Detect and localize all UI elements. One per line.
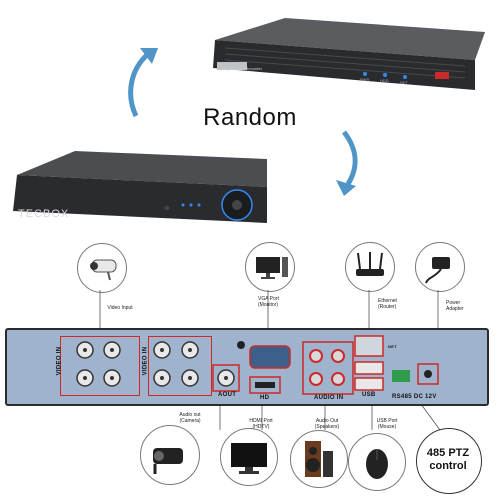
video-input-callout [77,243,127,293]
led-label-pwr: PWR [360,77,370,82]
led-label-hdd: HDD [380,78,389,83]
tv-icon [231,443,267,474]
ptz-label: 485 PTZ control [426,447,470,472]
hd-label: HD [260,395,270,401]
power-adapter-label: Power Adapter [446,300,464,312]
audio-out-camera-callout [140,425,200,485]
brand-logo: TECBOX [18,208,70,220]
led-label-net: NET [400,80,408,85]
audio-out-speakers-label: Audio Out (Speakers) [314,418,340,430]
camera-icon [90,259,117,281]
rs485-label: RS485 DC 12V [392,394,437,400]
speaker-icon [305,441,333,477]
video-in-block-right [148,336,212,396]
hdmi-callout [220,428,278,486]
aout-label: AOUT [218,392,237,398]
mouse-icon [366,449,388,479]
hdmi-port-label: HDMI Port (HDTV) [249,418,273,430]
back-panel [5,328,489,406]
curved-arrow-up [128,48,158,118]
power-callout [415,242,465,292]
video-in-block-left [60,336,140,396]
ptz-callout [416,428,482,494]
monitor-icon [256,257,288,279]
dome-camera-icon [153,448,183,474]
dvr-top-unit [213,18,485,90]
curved-arrow-down [336,130,358,196]
audio-out-camera-label: Audio out (Camera) [179,412,201,424]
audio-out-speakers-callout [290,430,348,488]
usb-label: USB [362,392,376,398]
page-title: Random [203,104,297,131]
vga-callout [245,242,295,292]
usb-callout [348,433,406,491]
audio-in-label: AUDIO IN [314,395,344,401]
router-icon [356,252,384,276]
ethernet-label: Ethernet (Router) [378,298,397,310]
usb-port-label: USB Port (Mouse) [376,418,398,430]
net-label: NET [388,344,397,349]
dvr-front-unit [13,151,267,223]
video-input-label: Video Input [107,305,133,311]
ethernet-callout [345,242,395,292]
power-adapter-icon [425,257,450,284]
top-unit-caption: Digital Video Recorder [222,66,262,71]
